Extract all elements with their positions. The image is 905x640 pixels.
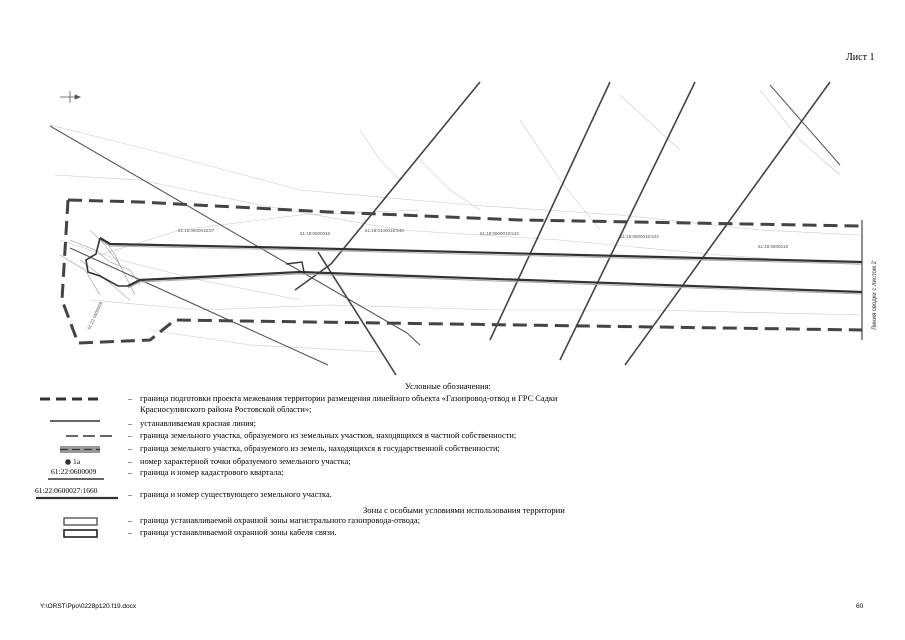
footer-file-path: Y:\ORST\Ppo\0228p120.f19.docx	[40, 603, 137, 610]
north-arrow-icon	[60, 91, 82, 103]
parcel-label: 61:22:0600027:1660	[35, 486, 98, 495]
solid-line-symbol	[50, 420, 100, 422]
parcel-line-symbol	[36, 496, 118, 500]
dash-symbol	[66, 435, 114, 437]
quarter-label: 61:22:0600009	[51, 467, 97, 476]
plot-label: 61:18:0600018	[300, 231, 331, 236]
plot-label: 61:18:0600018	[758, 244, 789, 249]
left-quarter-label: 61:22:0600009	[86, 301, 103, 331]
gas-zone-symbol	[63, 517, 98, 526]
background-lines	[49, 89, 861, 353]
corridor	[85, 237, 863, 295]
quarter-line-symbol	[48, 478, 104, 480]
plot-label: 61:18:0600018:543	[480, 231, 519, 236]
point-marker-icon	[65, 459, 71, 465]
survey-map: 61:18:0600018:57 61:18:0600018 61:18:010…	[49, 81, 878, 376]
zones-title: Зоны с особыми условиями использования т…	[363, 505, 565, 515]
sheet-label: Лист 1	[846, 52, 875, 63]
plot-label: 61:18:0600018:544	[620, 234, 659, 239]
point-label: 1а	[73, 457, 81, 466]
footer-page-number: 60	[856, 603, 864, 610]
sheet-join-caption: Линия сводки с листом 2	[872, 260, 878, 330]
legend-title: Условные обозначения:	[405, 381, 491, 391]
plot-label: 61:18:0100018:548	[365, 228, 404, 233]
bold-dash-symbol	[40, 397, 102, 401]
cable-zone-symbol	[63, 529, 98, 538]
plot-label: 61:18:0600018:57	[178, 228, 215, 233]
project-boundary	[60, 198, 863, 345]
gray-bar-symbol	[60, 446, 100, 453]
